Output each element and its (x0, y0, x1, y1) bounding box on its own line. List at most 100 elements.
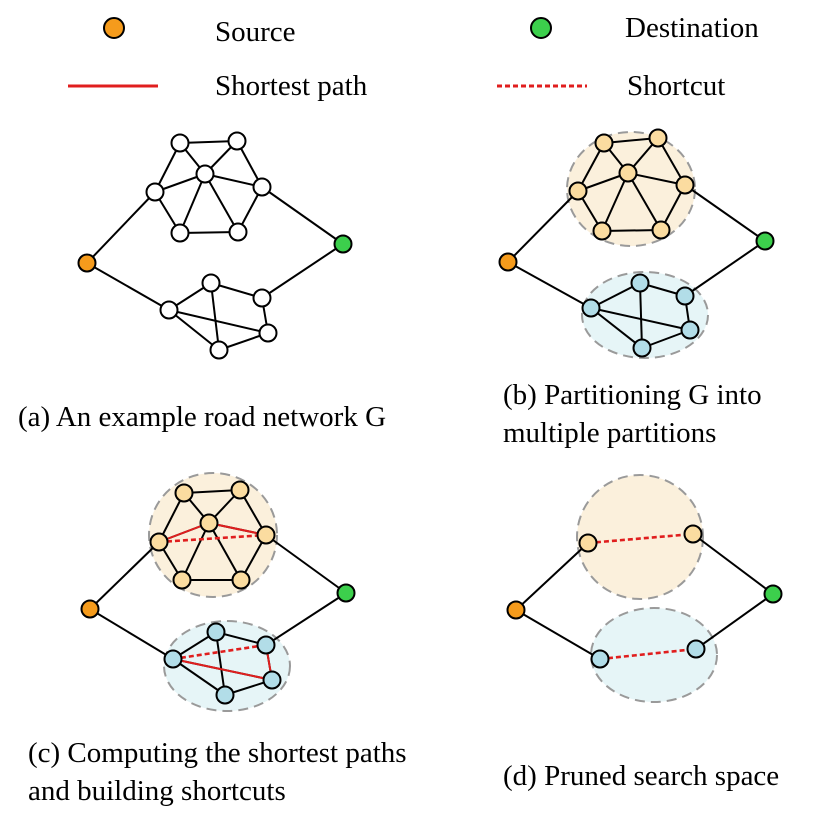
graph-node (159, 300, 179, 320)
graph-node (170, 223, 190, 243)
road-edge (86, 191, 156, 264)
destination-node (763, 584, 783, 604)
road-edge (692, 533, 774, 595)
road-edge (265, 534, 347, 594)
graph-node (252, 288, 272, 308)
graph-node (630, 273, 650, 293)
caption-panel-d: (d) Pruned search space (503, 757, 779, 795)
road-edge (601, 172, 629, 232)
graph-node (680, 320, 700, 340)
shortest-path-edge (172, 658, 273, 681)
road-edge (639, 282, 643, 349)
graph-node (618, 163, 638, 183)
graph-node (651, 220, 671, 240)
shortest-path-edge (208, 522, 267, 536)
road-edge (172, 658, 226, 696)
road-edge (208, 522, 242, 581)
road-edge (215, 631, 226, 696)
graph-node (675, 286, 695, 306)
graph-node (215, 685, 235, 705)
graph-node (163, 649, 183, 669)
road-edge (204, 173, 263, 188)
legend-source-label: Source (215, 16, 296, 48)
road-edge (684, 184, 766, 242)
road-edge (590, 307, 691, 331)
graph-node (231, 570, 251, 590)
panel-a-graph (77, 131, 353, 360)
caption-b-line-1: (b) Partitioning G into (503, 379, 762, 411)
road-edge (210, 282, 220, 351)
graph-node (592, 221, 612, 241)
destination-node (333, 234, 353, 254)
graph-node (174, 483, 194, 503)
road-edge (515, 542, 589, 611)
caption-c-line-2: and building shortcuts (28, 775, 286, 807)
source-node (498, 252, 518, 272)
graph-node (170, 133, 190, 153)
graph-node (675, 175, 695, 195)
road-edge (181, 522, 210, 581)
caption-panel-a: (a) An example road network G (18, 398, 386, 436)
road-edge (695, 593, 774, 650)
shortcut-edge (158, 533, 267, 544)
road-edge (261, 243, 344, 299)
legend-destination-icon (530, 17, 552, 39)
graph-node (256, 635, 276, 655)
road-edge (204, 173, 239, 233)
source-node (77, 253, 97, 273)
graph-node (195, 164, 215, 184)
legend-source-icon (103, 17, 125, 39)
panel-b-graph (498, 128, 775, 359)
partition-top-region (576, 474, 704, 600)
boundary-node (578, 533, 598, 553)
road-edge (507, 261, 592, 309)
graph-node (199, 513, 219, 533)
panel-d-graph (506, 474, 783, 703)
road-edge (590, 307, 643, 349)
graph-node (258, 323, 278, 343)
boundary-node (683, 524, 703, 544)
shortcut-edge (599, 647, 697, 661)
graph-node (568, 181, 588, 201)
road-edge (627, 172, 662, 231)
destination-node (336, 583, 356, 603)
graph-node (209, 340, 229, 360)
graph-node (632, 338, 652, 358)
graph-node (256, 525, 276, 545)
road-edge (261, 186, 344, 245)
road-edge (89, 608, 174, 660)
road-edge (179, 173, 206, 234)
road-edge (515, 609, 601, 660)
graph-node (228, 222, 248, 242)
source-node (80, 599, 100, 619)
legend-shortcut-label: Shortcut (627, 70, 726, 102)
road-edge (179, 231, 239, 234)
graph-node (206, 622, 226, 642)
road-edge (684, 240, 766, 297)
road-edge (168, 309, 269, 334)
caption-d-line-1: (d) Pruned search space (503, 760, 780, 792)
road-edge (86, 262, 170, 311)
caption-a-line-1: (a) An example road network G (18, 401, 387, 433)
graph-node (262, 670, 282, 690)
graph-node (252, 177, 272, 197)
road-edge (627, 172, 686, 186)
road-edge (179, 140, 238, 144)
graph-node (201, 273, 221, 293)
graph-node (149, 532, 169, 552)
graph-node (648, 128, 668, 148)
boundary-node (590, 649, 610, 669)
boundary-node (686, 639, 706, 659)
graph-node (227, 131, 247, 151)
road-edge (265, 592, 347, 646)
road-edge (507, 190, 579, 263)
graph-node (594, 133, 614, 153)
road-edge (601, 229, 662, 232)
caption-panel-b: (b) Partitioning G into multiple partiti… (503, 376, 762, 452)
road-edge (168, 309, 220, 351)
source-node (506, 600, 526, 620)
shortcut-edge (587, 532, 694, 545)
caption-c-line-1: (c) Computing the shortest paths (28, 737, 407, 769)
graph-node (230, 480, 250, 500)
